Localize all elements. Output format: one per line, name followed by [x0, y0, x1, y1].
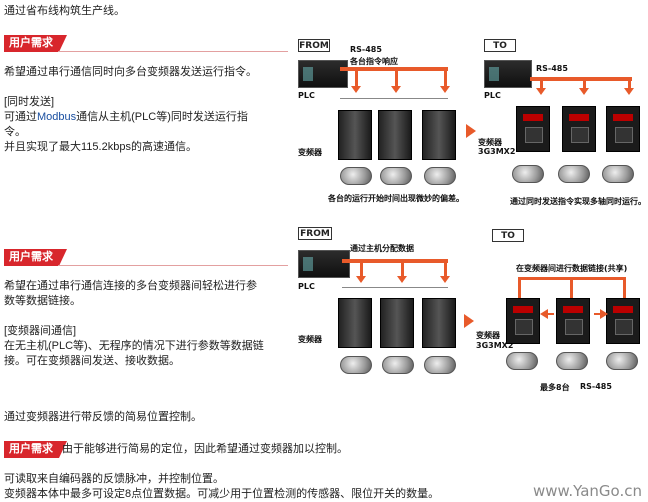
- feature-line-1: 可读取来自编码器的反馈脉冲，并控制位置。: [4, 473, 224, 485]
- feature-line-2: 接。可在变频器间发送、接收数据。: [4, 355, 180, 367]
- motor-image: [340, 356, 372, 374]
- inverter-image: [516, 106, 550, 152]
- arrow-right-icon: [464, 314, 474, 328]
- inverter-label: 变频器: [298, 148, 322, 157]
- inverter-image: [562, 106, 596, 152]
- arrow-down-icon: [579, 88, 589, 95]
- motor-image: [556, 352, 588, 370]
- plc-image: [484, 60, 532, 88]
- rs485-sub-label: 各台指令响应: [350, 57, 398, 66]
- model-code: 3G3MX2: [478, 147, 516, 156]
- arrow-down-icon: [351, 86, 361, 93]
- motor-image: [606, 352, 638, 370]
- motor-image: [506, 352, 538, 370]
- from-caption: 各台的运行开始时间出现微妙的偏差。: [328, 194, 464, 203]
- feature-title: [同时发送]: [4, 96, 55, 108]
- inverter-image: [338, 298, 372, 348]
- motor-image: [380, 167, 412, 185]
- inverter-image: [380, 298, 414, 348]
- watermark-text: www.YanGo.cn: [532, 482, 642, 500]
- inverter-image: [506, 298, 540, 344]
- plc-label: PLC: [298, 91, 315, 100]
- rs485-label: RS-485: [350, 45, 382, 54]
- tag-divider: [58, 51, 288, 52]
- motor-image: [340, 167, 372, 185]
- user-need-tag: 用户需求: [4, 35, 67, 52]
- motor-image: [424, 356, 456, 374]
- plc-image: [298, 60, 348, 88]
- arrow-right-icon: [466, 124, 476, 138]
- inverter-image: [606, 106, 640, 152]
- feature-line-1: 可通过Modbus通信从主机(PLC等)同时发送运行指: [4, 111, 248, 123]
- model-label: 变频器: [476, 331, 500, 340]
- user-need-tag: 用户需求: [4, 249, 67, 266]
- inverter-image: [378, 110, 412, 160]
- need-text-line-2: 数等数据链接。: [4, 295, 81, 307]
- distribution-line: [342, 259, 448, 263]
- command-line: [340, 67, 448, 71]
- feature-line-1: 在无主机(PLC等)、无程序的情况下进行参数等数据链: [4, 340, 264, 352]
- arrow-down-icon: [391, 86, 401, 93]
- motor-image: [382, 356, 414, 374]
- inverter-image: [422, 110, 456, 160]
- to-label: TO: [484, 39, 516, 52]
- to-rs485-label: RS-485: [536, 64, 568, 73]
- plc-image: [298, 250, 350, 278]
- intro-text: 通过省布线构筑生产线。: [4, 5, 125, 17]
- arrow-down-icon: [440, 276, 450, 283]
- model-code: 3G3MX2: [476, 341, 514, 350]
- motor-image: [424, 167, 456, 185]
- plc-label-to: PLC: [484, 91, 501, 100]
- feature-line-2: 变频器本体中最多可设定8点位置数据。可减少用于位置检测的传感器、限位开关的数量。: [4, 488, 440, 500]
- tag-divider: [58, 265, 288, 266]
- host-distribution-label: 通过主机分配数据: [350, 244, 414, 253]
- need-text: 希望通过串行通信同时向多台变频器发送运行指令。: [4, 66, 257, 78]
- feature-line-2: 令。: [4, 126, 26, 138]
- model-label: 变频器: [478, 138, 502, 147]
- need-text: 由于能够进行简易的定位，因此希望通过变频器加以控制。: [62, 443, 348, 455]
- inverter-label: 变频器: [298, 335, 322, 344]
- feature-line-3: 并且实现了最大115.2kbps的高速通信。: [4, 141, 197, 153]
- arrow-left-icon: [540, 309, 548, 319]
- inverter-image: [338, 110, 372, 160]
- arrow-right-icon: [600, 309, 608, 319]
- arrow-down-icon: [440, 86, 450, 93]
- motor-image: [558, 165, 590, 183]
- max-units-label: 最多8台: [540, 383, 570, 392]
- data-link-label: 在变频器间进行数据链接(共享): [516, 264, 628, 273]
- plc-label: PLC: [298, 282, 315, 291]
- to-caption: 通过同时发送指令实现多轴同时运行。: [510, 197, 646, 206]
- motor-image: [602, 165, 634, 183]
- rs485-label: RS-485: [580, 382, 612, 391]
- arrow-down-icon: [397, 276, 407, 283]
- from-label: FROM: [298, 227, 332, 240]
- inverter-image: [422, 298, 456, 348]
- inverter-image: [606, 298, 640, 344]
- position-control-intro: 通过变频器进行带反馈的简易位置控制。: [4, 411, 202, 423]
- motor-image: [512, 165, 544, 183]
- arrow-down-icon: [624, 88, 634, 95]
- inverter-image: [556, 298, 590, 344]
- need-text-line-1: 希望在通过串行通信连接的多台变频器间轻松进行参: [4, 280, 257, 292]
- arrow-down-icon: [536, 88, 546, 95]
- feature-title: [变频器间通信]: [4, 325, 77, 337]
- arrow-down-icon: [356, 276, 366, 283]
- from-label: FROM: [298, 39, 330, 52]
- to-label: TO: [492, 229, 524, 242]
- broadcast-line: [530, 77, 632, 81]
- user-need-tag: 用户需求: [4, 441, 67, 458]
